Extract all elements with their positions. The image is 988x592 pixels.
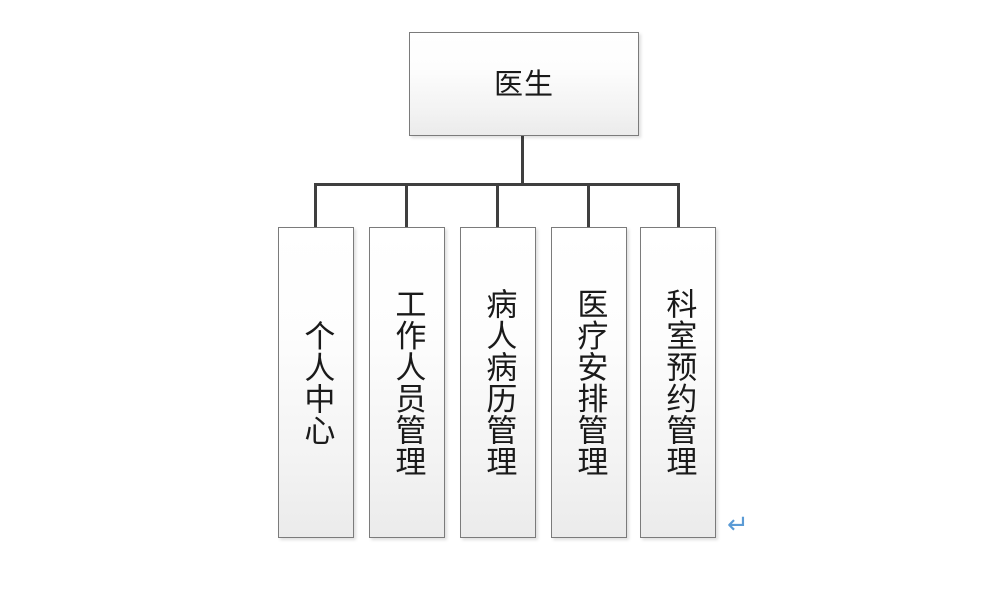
node-personal-center-label: 个人中心 xyxy=(298,319,335,446)
connector-drop-2 xyxy=(405,183,408,228)
node-medical-schedule-management[interactable]: 医疗安排管理 xyxy=(551,227,627,538)
node-patient-record-management-label: 病人病历管理 xyxy=(480,288,517,477)
node-staff-management-label: 工作人员管理 xyxy=(389,288,426,477)
connector-drop-5 xyxy=(677,183,680,228)
node-staff-management[interactable]: 工作人员管理 xyxy=(369,227,445,538)
node-department-appointment-management[interactable]: 科室预约管理 xyxy=(640,227,716,538)
connector-drop-4 xyxy=(587,183,590,228)
connector-drop-1 xyxy=(314,183,317,228)
paragraph-return-icon: ↵ xyxy=(727,510,749,540)
node-root-label: 医生 xyxy=(493,66,554,101)
node-personal-center[interactable]: 个人中心 xyxy=(278,227,354,538)
node-patient-record-management[interactable]: 病人病历管理 xyxy=(460,227,536,538)
node-department-appointment-management-label: 科室预约管理 xyxy=(660,288,697,477)
connector-drop-3 xyxy=(496,183,499,228)
node-root[interactable]: 医生 xyxy=(409,32,639,136)
connector-trunk xyxy=(521,136,524,186)
node-medical-schedule-management-label: 医疗安排管理 xyxy=(571,288,608,477)
